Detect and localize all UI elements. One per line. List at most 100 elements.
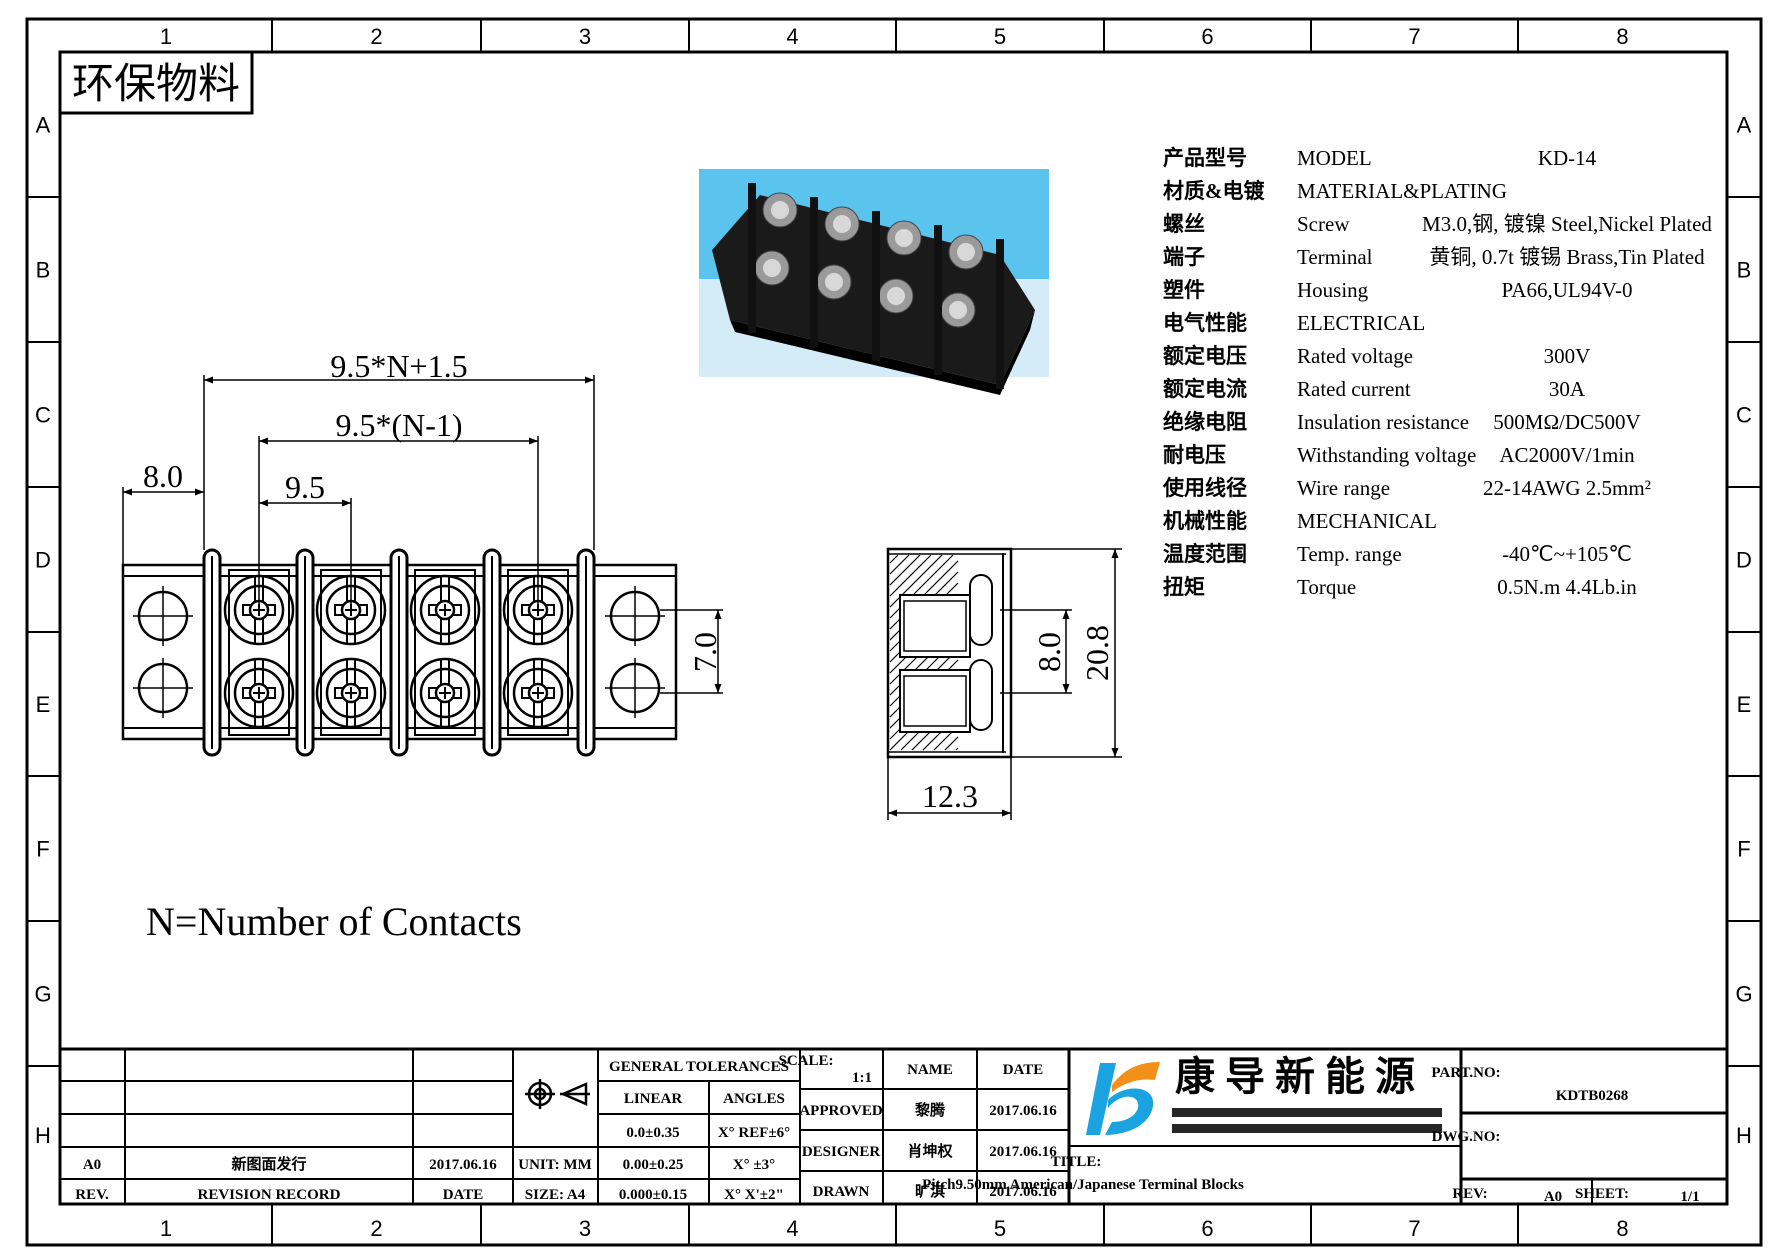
zone-column-top: 4	[786, 24, 798, 49]
zone-row-right: C	[1736, 403, 1752, 428]
photo-screw-head	[763, 259, 781, 277]
arrowhead	[1111, 748, 1119, 757]
photo-barrier	[934, 225, 942, 375]
photo-screw-head	[949, 301, 967, 319]
zone-row-left: B	[36, 258, 51, 283]
zone-row-left: D	[35, 548, 51, 573]
spec-value: 22-14AWG 2.5mm²	[1483, 476, 1651, 500]
sheet-label: SHEET:	[1575, 1186, 1629, 1202]
front-view	[121, 548, 678, 757]
zone-column-top: 1	[160, 24, 172, 49]
signoff-date: 2017.06.16	[989, 1184, 1057, 1200]
zone-row-right: A	[1737, 113, 1752, 138]
zone-column-top: 7	[1408, 24, 1420, 49]
dim-height: 20.8	[1079, 625, 1115, 681]
arrowhead	[1111, 549, 1119, 558]
signoff-name: 旷淇	[915, 1182, 945, 1200]
zone-row-right: G	[1735, 982, 1752, 1007]
terminal-insert	[903, 600, 967, 652]
spec-label-cn: 塑件	[1163, 278, 1205, 302]
hatch-line	[889, 554, 943, 608]
arrowhead	[195, 488, 204, 496]
company-logo	[1086, 1062, 1160, 1135]
scale-label: SCALE:	[778, 1053, 833, 1069]
arrowhead	[204, 376, 213, 384]
screw-head	[512, 667, 564, 719]
arrowhead	[529, 437, 538, 445]
tolerances-title: GENERAL TOLERANCES	[609, 1059, 789, 1075]
spec-label-en: Rated current	[1297, 377, 1411, 401]
title-label: TITLE:	[1051, 1154, 1102, 1170]
spec-label-en: Terminal	[1297, 245, 1373, 269]
photo-barrier	[748, 183, 756, 333]
side-outline	[886, 547, 1013, 759]
spec-value: 300V	[1544, 344, 1591, 368]
arrowhead	[888, 809, 897, 817]
part-no: KDTB0268	[1556, 1088, 1629, 1104]
spec-label-cn: 额定电压	[1163, 344, 1247, 368]
zone-row-right: H	[1736, 1123, 1752, 1148]
spec-label-en: Housing	[1297, 278, 1369, 302]
hatch-line	[889, 554, 932, 597]
signoff-date: 2017.06.16	[989, 1144, 1057, 1160]
photo-screw-head	[887, 287, 905, 305]
revision-record: 新图面发行	[231, 1155, 306, 1173]
arrowhead	[1062, 610, 1070, 619]
size-label: SIZE: A4	[525, 1187, 586, 1203]
dim-overall: 9.5*N+1.5	[330, 348, 467, 384]
rev-label: REV:	[1452, 1186, 1487, 1202]
signoff-role: DESIGNER	[802, 1144, 881, 1160]
screw-head	[233, 667, 285, 719]
screw-head	[419, 584, 471, 636]
zone-column-bottom: 7	[1408, 1216, 1420, 1241]
spec-label-en: MATERIAL&PLATING	[1297, 179, 1507, 203]
scale-value: 1:1	[852, 1070, 872, 1086]
screw-head	[325, 667, 377, 719]
signoff-role: DRAWN	[813, 1184, 870, 1200]
rev-value: A0	[1544, 1189, 1562, 1205]
spec-label-en: Temp. range	[1297, 542, 1402, 566]
spec-label-en: Rated voltage	[1297, 344, 1413, 368]
photo-barrier	[996, 239, 1004, 389]
zone-row-left: G	[34, 982, 51, 1007]
photo-barrier	[872, 211, 880, 361]
linear-tol-3: 0.000±0.15	[619, 1187, 687, 1203]
hatch-line	[955, 747, 959, 751]
signoff-date-header: DATE	[1003, 1062, 1044, 1078]
spec-value: -40℃~+105℃	[1502, 542, 1632, 566]
arrowhead	[342, 499, 351, 507]
side-view	[886, 547, 1122, 820]
front-dimensions	[122, 375, 723, 694]
part-no-label: PART.NO:	[1431, 1065, 1500, 1081]
spec-label-cn: 材质&电镀	[1163, 179, 1265, 203]
dim-span: 9.5*(N-1)	[335, 407, 462, 443]
spec-label-en: MECHANICAL	[1297, 509, 1437, 533]
zone-row-left: C	[35, 403, 51, 428]
drawing-title: Pitch9.50mm American/Japanese Terminal B…	[922, 1177, 1244, 1193]
zone-column-bottom: 1	[160, 1216, 172, 1241]
linear-tol-2: 0.00±0.25	[623, 1157, 684, 1173]
spec-label-en: MODEL	[1297, 146, 1372, 170]
spec-label-en: Insulation resistance	[1297, 410, 1469, 434]
name-header: NAME	[907, 1062, 953, 1078]
zone-column-top: 8	[1616, 24, 1628, 49]
inner-border	[58, 50, 1729, 1206]
unit-label: UNIT: MM	[518, 1157, 591, 1173]
zone-row-right: F	[1737, 837, 1750, 862]
eco-material-stamp: 环保物料	[72, 62, 240, 108]
arrowhead	[123, 488, 132, 496]
revision-code: A0	[83, 1157, 101, 1173]
spec-label-en: Torque	[1297, 575, 1356, 599]
terminal-insert	[903, 675, 967, 727]
eco-material-stamp-box	[58, 50, 254, 115]
spec-label-cn: 端子	[1163, 245, 1205, 269]
spec-label-cn: 产品型号	[1163, 146, 1247, 170]
spec-label-cn: 机械性能	[1163, 509, 1247, 533]
angle-tol-1: X° REF±6°	[718, 1125, 790, 1141]
spec-value: AC2000V/1min	[1499, 443, 1635, 467]
angle-tol-2: X° ±3°	[733, 1157, 775, 1173]
zone-column-top: 3	[579, 24, 591, 49]
dim-row-spacing: 7.0	[687, 632, 723, 672]
